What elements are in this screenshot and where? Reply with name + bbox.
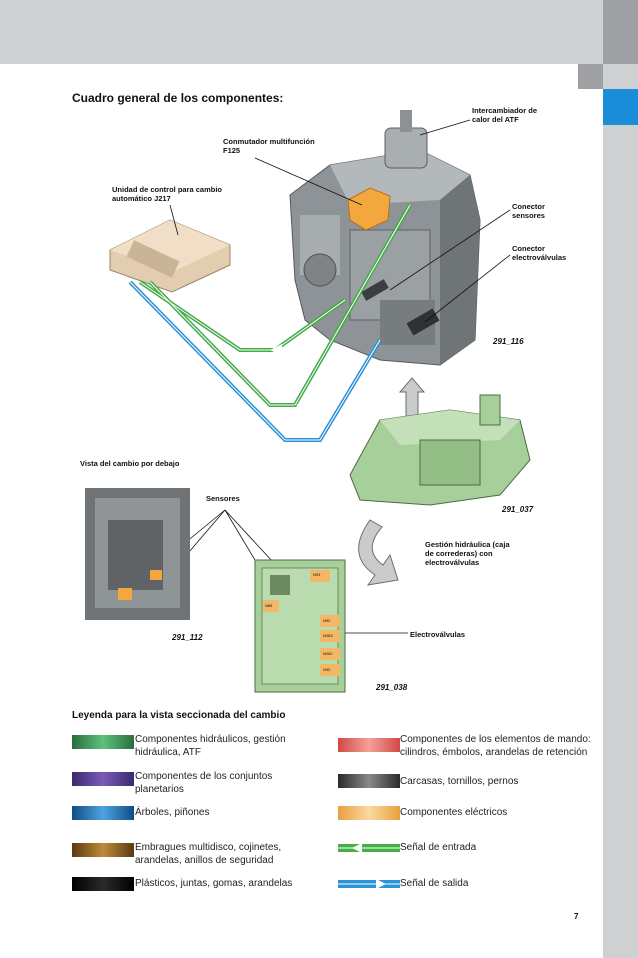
input-signal-arrow-icon (338, 843, 400, 853)
legend-label: Componentes de los conjuntos planetarios (135, 771, 273, 795)
figure-id: 291_038 (376, 683, 408, 692)
figure-id: 291_037 (502, 505, 534, 514)
label-hydraulic-control: Gestión hidráulica (caja de correderas) … (425, 540, 510, 567)
legend-label: Embragues multidisco, cojinetes, arandel… (135, 842, 282, 866)
legend-swatch (72, 772, 134, 786)
side-band (603, 0, 638, 958)
legend-title: Leyenda para la vista seccionada del cam… (72, 710, 286, 721)
valve-body-illustration (349, 394, 531, 506)
legend-label: Carcasas, tornillos, pernos (400, 776, 519, 787)
underside-photo (85, 488, 190, 620)
ecu-illustration (109, 219, 231, 293)
output-signal-arrow-icon (338, 879, 400, 889)
figure-id: 291_112 (172, 633, 203, 642)
figure-id: 291_116 (493, 337, 524, 346)
label-solenoid-valves: Electroválvulas (410, 630, 466, 639)
valve-tag: N90 (323, 667, 331, 672)
legend-swatch (338, 774, 400, 788)
components-diagram (85, 110, 531, 693)
legend-label: Señal de entrada (400, 842, 477, 853)
corner-square (578, 64, 603, 89)
label-multifunction-switch: Conmutador multifunción F125 (223, 137, 315, 155)
accent-square (603, 89, 638, 125)
valve-tag: N93 (313, 572, 321, 577)
legend-label: Componentes de los elementos de mando: c… (400, 734, 591, 758)
valve-tag: N283 (323, 633, 333, 638)
legend-label: Componentes hidráulicos, gestión hidrául… (135, 734, 286, 758)
label-control-unit: Unidad de control para cambio automático… (112, 185, 223, 203)
label-sensors: Sensores (206, 494, 240, 503)
label-sensor-connector: Conector sensores (512, 202, 545, 220)
valve-tag: N92 (323, 618, 331, 623)
legend-label: Árboles, piñones (135, 807, 210, 818)
legend-label: Señal de salida (400, 878, 469, 889)
transmission-illustration (289, 110, 481, 366)
legend-swatch (338, 806, 400, 820)
label-underside-view: Vista del cambio por debajo (80, 459, 180, 468)
legend-swatch (72, 735, 134, 749)
valve-tag: N282 (323, 651, 333, 656)
header-band (0, 0, 603, 64)
label-heat-exchanger: Intercambiador de calor del ATF (472, 106, 538, 124)
legend-swatch (72, 806, 134, 820)
legend-label: Componentes eléctricos (400, 807, 508, 818)
corner-block (603, 0, 638, 64)
legend-swatch (338, 738, 400, 752)
valve-tag: N88 (265, 603, 273, 608)
page-title: Cuadro general de los componentes: (72, 91, 284, 105)
valve-body-bottom-illustration (254, 559, 346, 693)
legend-swatch (72, 843, 134, 857)
legend-swatch (72, 877, 134, 891)
page-number: 7 (574, 912, 579, 921)
legend-label: Plásticos, juntas, gomas, arandelas (135, 878, 293, 889)
label-valve-connector: Conector electroválvulas (512, 244, 567, 262)
